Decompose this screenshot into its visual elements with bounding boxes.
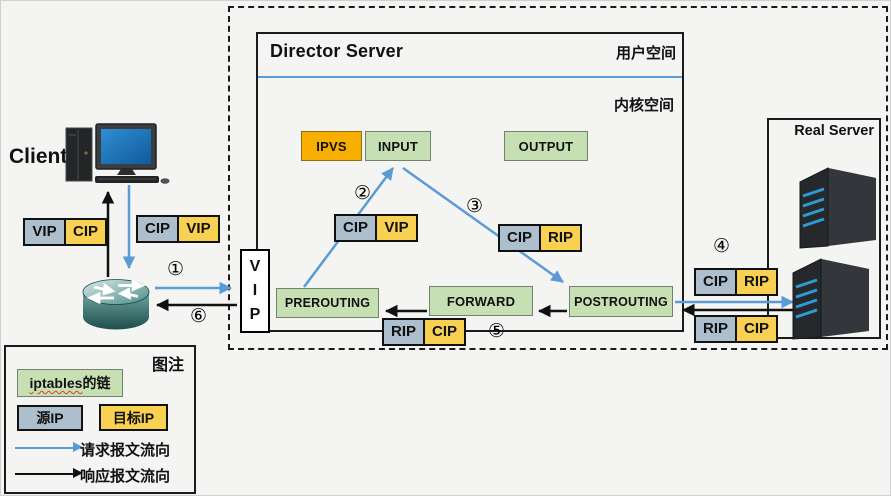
packet-label-input-postrouting: CIP RIP [498,224,582,252]
source-ip: CIP [138,217,177,241]
kernel-space-label: 内核空间 [613,97,674,114]
source-ip: CIP [500,226,539,250]
source-ip: CIP [336,216,375,240]
director-server-box: Director Server 用户空间 内核空间 [256,32,684,332]
source-ip: RIP [384,320,423,344]
dest-ip: CIP [735,317,776,341]
source-ip: RIP [696,317,735,341]
dest-ip: VIP [375,216,416,240]
step-2: ② [354,183,372,204]
router-icon [82,279,150,330]
packet-label-realserver-response: RIP CIP [694,315,778,343]
server-icon [792,258,869,340]
node-input: INPUT [365,131,431,161]
source-ip: CIP [696,270,735,294]
vip-letter: P [249,306,261,323]
client-computer-icon [65,123,170,184]
real-server-box: Real Server [767,118,881,339]
dest-ip: CIP [423,320,464,344]
packet-label-to-realserver: CIP RIP [694,268,778,296]
dest-ip: RIP [735,270,776,294]
source-ip: VIP [25,220,64,244]
legend-response-arrow [15,468,83,478]
step-3: ③ [466,196,484,217]
packet-label-director-bottom: RIP CIP [382,318,466,346]
node-forward: FORWARD [429,286,533,316]
user-space-label: 用户空间 [615,45,676,62]
step-1: ① [167,259,185,280]
legend-dest-chip: 目标IP [99,404,168,431]
legend-request-arrow [15,442,83,452]
dest-ip: RIP [539,226,580,250]
legend-chain-zh: 的链 [82,375,111,391]
step-5: ⑤ [488,321,506,342]
legend-title: 图注 [151,357,184,374]
vip-letter: V [249,258,261,275]
vip-letter: I [252,282,258,299]
step-6: ⑥ [190,306,208,327]
node-ipvs: IPVS [301,131,362,161]
space-divider-line [258,76,682,78]
step-4: ④ [713,236,731,257]
node-vip: V I P [240,249,270,333]
legend-chain-en: iptables [29,375,83,391]
legend-response-label: 响应报文流向 [80,468,171,485]
dest-ip: CIP [64,220,105,244]
legend-request-label: 请求报文流向 [80,442,171,459]
packet-label-client-response: VIP CIP [23,218,107,246]
packet-label-client-request: CIP VIP [136,215,220,243]
director-server-title: Director Server [270,41,404,61]
packet-label-prerouting-input: CIP VIP [334,214,418,242]
client-label: Client [9,145,68,168]
node-output: OUTPUT [504,131,588,161]
node-postrouting: POSTROUTING [569,286,673,317]
node-prerouting: PREROUTING [276,288,379,318]
real-server-title: Real Server [794,123,874,139]
server-icon [799,167,876,249]
dest-ip: VIP [177,217,218,241]
dashed-boundary [228,6,888,350]
legend-source-chip: 源IP [17,405,83,431]
